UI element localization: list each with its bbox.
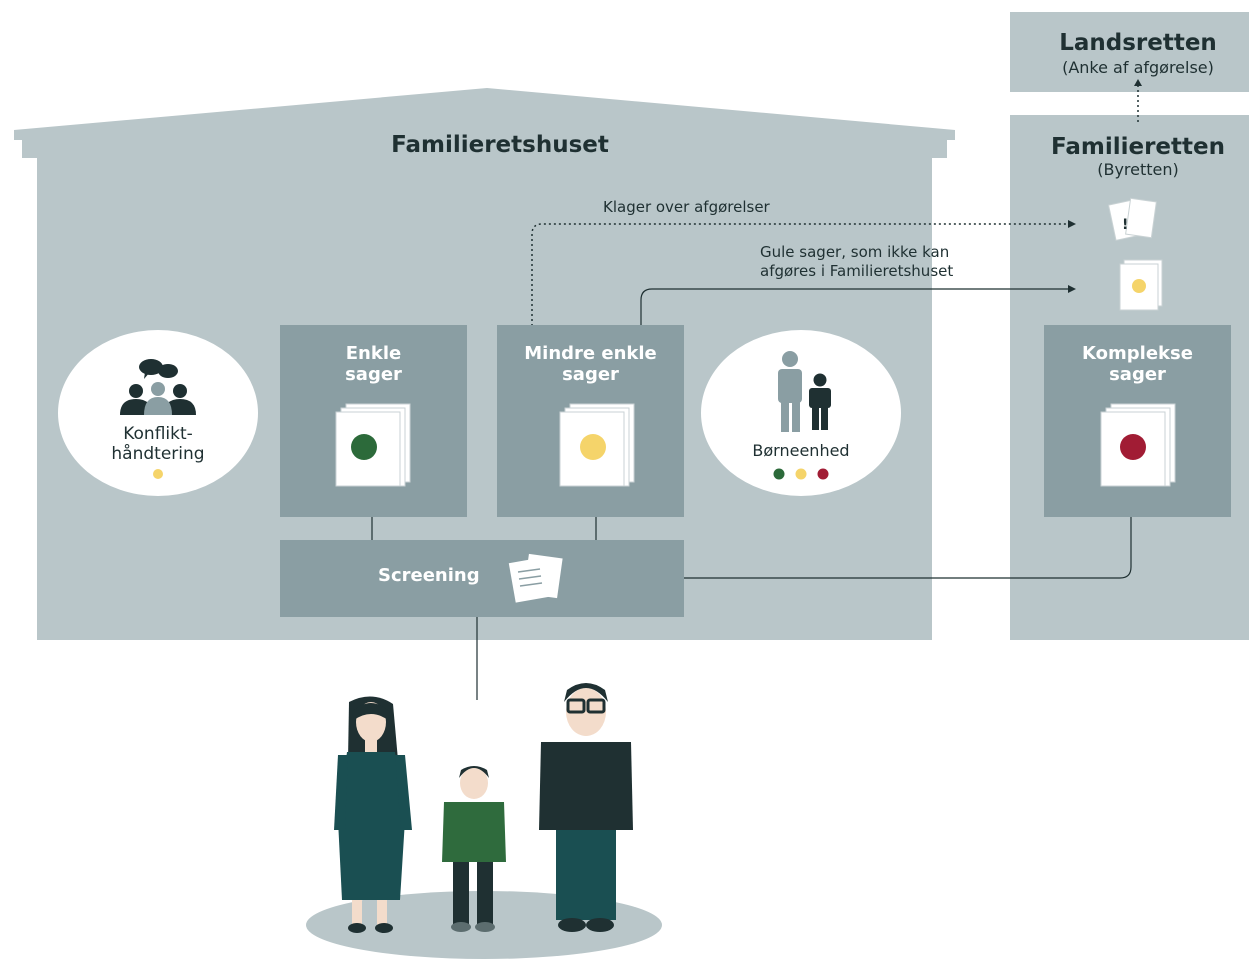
komplekse-sager-box: Komplekse sager: [1044, 325, 1231, 517]
gule-annotation-line2: afgøres i Familieretshuset: [760, 262, 954, 280]
enkle-label-line2: sager: [345, 364, 402, 385]
enkle-label-line1: Enkle: [345, 343, 402, 364]
gule-arrow: [640, 288, 1070, 326]
landsretten-subtitle: (Anke af afgørelse): [1062, 58, 1214, 77]
komplekse-label-line1: Komplekse: [1082, 343, 1193, 364]
mindre-enkle-sager-box: Mindre enkle sager: [497, 325, 684, 517]
borneenhed-circle: Børneenhed: [701, 330, 901, 496]
screening-to-komplekse-arrow: [667, 510, 1132, 579]
landsretten-block: [1010, 12, 1249, 92]
borneenhed-label: Børneenhed: [752, 441, 850, 460]
screening-label: Screening: [378, 565, 480, 586]
komplekse-label-line2: sager: [1109, 364, 1166, 385]
gule-arrowhead: [1068, 285, 1076, 293]
klager-arrowhead: [1068, 220, 1076, 228]
mindre-label-line2: sager: [562, 364, 619, 385]
appeal-arrowhead: [1134, 79, 1142, 86]
mindre-label-line1: Mindre enkle: [524, 343, 657, 364]
screening-box: Screening: [280, 540, 684, 617]
familieretten-subtitle: (Byretten): [1097, 160, 1179, 179]
konflikt-label-line2: håndtering: [111, 444, 205, 464]
konflikt-label-line1: Konflikt-: [123, 424, 193, 444]
familieretten-title: Familieretten: [1050, 134, 1225, 160]
klager-annotation: Klager over afgørelser: [603, 198, 770, 216]
building-roof: [14, 88, 955, 140]
konflikthaandtering-circle: Konflikt- håndtering: [58, 330, 258, 496]
gule-annotation-line1: Gule sager, som ikke kan: [760, 243, 950, 261]
landsretten-title: Landsretten: [1059, 30, 1217, 56]
enkle-sager-box: Enkle sager: [280, 325, 467, 517]
familieretshuset-title: Familieretshuset: [391, 132, 609, 158]
klager-arrow: [531, 223, 1070, 326]
